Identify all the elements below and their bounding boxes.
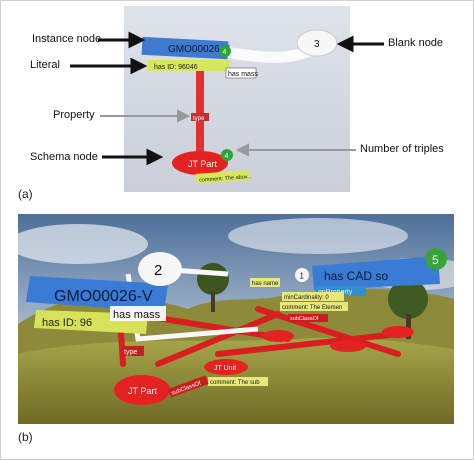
- literal-node-label: has ID: 96: [42, 317, 92, 329]
- edge-red: [255, 306, 401, 357]
- has-name-box: [250, 278, 280, 287]
- blank-node-shape: [296, 29, 338, 57]
- annotation-blank-node: Blank node: [388, 37, 444, 49]
- panel-a-scene: GMO00026-V 4 has ID: 96046 has mass 3 ty…: [124, 6, 350, 192]
- cad-count-badge: [425, 248, 447, 270]
- cloud: [228, 218, 408, 254]
- schema-count-badge: [221, 149, 233, 161]
- schema-node-label: JT Part: [188, 159, 217, 169]
- comment2-box: [208, 377, 268, 386]
- annotation-literal: Literal: [30, 59, 60, 71]
- annotation-arrows: [70, 31, 384, 166]
- schema-node-shape: [172, 151, 228, 175]
- annotation-schema-node: Schema node: [30, 151, 98, 163]
- comment-node-shape: [195, 170, 251, 184]
- type-label-box: [122, 346, 144, 356]
- schema-node-small: [262, 330, 294, 342]
- comment-node-box: [280, 302, 348, 311]
- comment-node-label: comment: The abov...: [199, 174, 252, 184]
- property-mass-box: [110, 306, 166, 321]
- jt-unit-label: JT Unit: [214, 365, 236, 372]
- type-label: type: [193, 116, 205, 122]
- panel-a-caption: (a): [18, 187, 33, 201]
- edge-red: [215, 331, 401, 357]
- annotation-property: Property: [53, 109, 95, 121]
- subclass-box: [167, 375, 209, 398]
- blank-node-count: 3: [314, 39, 320, 50]
- comment2-label: comment: The sub: [210, 380, 260, 386]
- cad-node-label: has CAD so: [324, 269, 388, 283]
- tree-trunk: [211, 292, 215, 312]
- tree-trunk: [406, 314, 411, 339]
- schema-node-small: [382, 326, 414, 338]
- instance-node-shape: [26, 276, 168, 312]
- small-count: 1: [300, 272, 305, 281]
- property-mass-label: has mass: [228, 71, 258, 78]
- blank-node-count: 2: [154, 262, 162, 279]
- type-label-box: [191, 113, 209, 121]
- jt-unit-node-shape: [204, 359, 248, 375]
- instance-count-badge: [219, 45, 231, 57]
- panel-b-caption: (b): [18, 430, 33, 444]
- cardinality-box: [282, 292, 344, 301]
- property-mass-label: has mass: [113, 309, 161, 321]
- cloud: [18, 224, 148, 264]
- subclass-box-2: [288, 314, 328, 322]
- schema-node-label: JT Part: [128, 386, 157, 396]
- schema-node-shape: [114, 375, 170, 405]
- type-label: type: [124, 349, 137, 356]
- tree: [197, 263, 229, 295]
- small-blank-node: [295, 268, 309, 282]
- instance-node-label: GMO00026-V: [54, 288, 153, 305]
- schema-node-small: [330, 340, 366, 352]
- subclass-label-2: subClassOf: [290, 316, 319, 322]
- blank-node-shape: [138, 252, 182, 286]
- instance-count: 4: [223, 49, 227, 56]
- cad-node-shape: [312, 256, 440, 290]
- schema-count: 4: [225, 153, 229, 160]
- cad-count: 5: [432, 253, 439, 267]
- literal-node-shape: [148, 60, 230, 71]
- instance-node-label: GMO00026-V: [168, 44, 230, 55]
- on-property-box: [316, 286, 366, 296]
- annotation-number-of-triples: Number of triples: [360, 143, 444, 155]
- comment-node-label: comment: The Elemen: [282, 305, 342, 311]
- property-mass-box: [225, 67, 257, 79]
- tree: [388, 279, 428, 319]
- annotation-instance-node: Instance node: [32, 33, 102, 45]
- edge-red: [155, 311, 281, 367]
- instance-node-shape: [141, 36, 229, 60]
- has-name-label: has name: [252, 281, 279, 287]
- cardinality-label: minCardinality: 0: [284, 295, 329, 301]
- literal-node-label: has ID: 96046: [154, 64, 198, 71]
- panel-b-scene: GMO00026-V has ID: 96 has mass 2 has CAD…: [18, 214, 454, 424]
